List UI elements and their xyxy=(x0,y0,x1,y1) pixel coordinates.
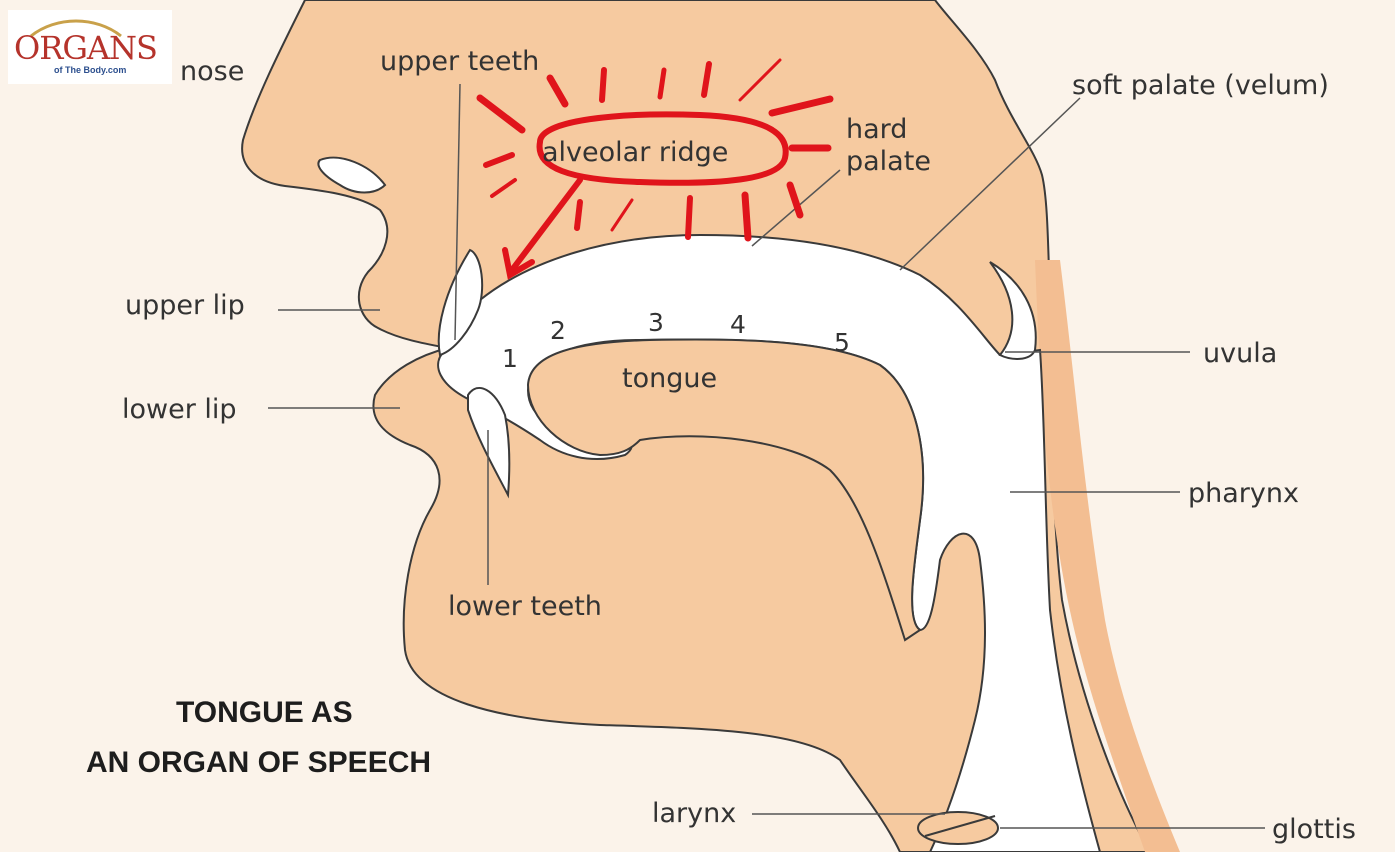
diagram-title-line1: TONGUE AS xyxy=(176,698,353,728)
label-nose: nose xyxy=(180,58,244,85)
label-upper-lip: upper lip xyxy=(125,292,245,319)
logo-wordmark: ORGANS xyxy=(14,32,157,64)
label-hard-palate-line1: hard xyxy=(846,116,907,143)
label-upper-teeth: upper teeth xyxy=(380,48,539,75)
label-lower-teeth: lower teeth xyxy=(448,593,602,620)
position-number: 5 xyxy=(834,330,850,355)
label-lower-lip: lower lip xyxy=(122,396,237,423)
label-uvula: uvula xyxy=(1203,340,1277,367)
label-hard-palate-line2: palate xyxy=(846,148,931,175)
position-number: 4 xyxy=(730,312,746,337)
logo-tagline: of The Body.com xyxy=(54,66,126,75)
label-pharynx: pharynx xyxy=(1188,480,1299,507)
position-number: 1 xyxy=(502,346,518,371)
diagram-title-line2: AN ORGAN OF SPEECH xyxy=(86,748,431,778)
position-number: 3 xyxy=(648,310,664,335)
label-alveolar-ridge: alveolar ridge xyxy=(542,139,728,166)
site-logo[interactable]: ORGANS of The Body.com xyxy=(8,10,172,84)
label-glottis: glottis xyxy=(1272,816,1356,843)
larynx-ring xyxy=(918,812,998,844)
label-soft-palate: soft palate (velum) xyxy=(1072,72,1329,99)
label-tongue: tongue xyxy=(622,365,717,392)
label-larynx: larynx xyxy=(652,800,736,827)
position-number: 2 xyxy=(550,318,566,343)
